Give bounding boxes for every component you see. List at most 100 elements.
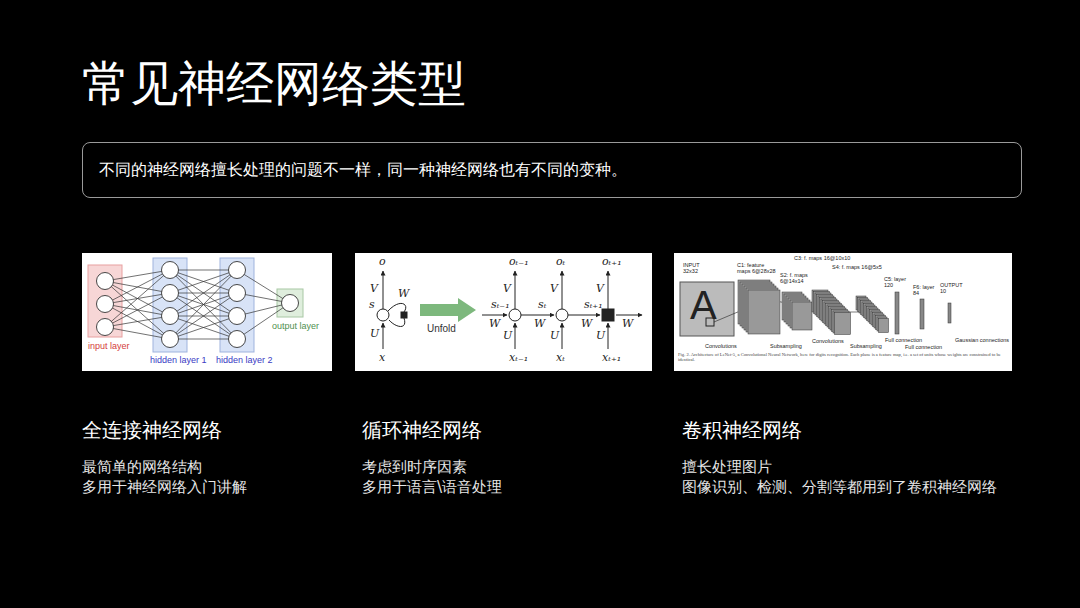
arrow <box>383 323 384 349</box>
lenet-label: Full connection <box>885 337 922 343</box>
connection-line <box>105 270 170 327</box>
lenet-label: INPUT 32x32 <box>683 262 713 275</box>
feature-map <box>835 313 851 335</box>
intro-box: 不同的神经网络擅长处理的问题不一样，同一种神经网络也有不同的变种。 <box>82 142 1022 198</box>
neuron <box>162 285 179 302</box>
column-heading: 循环神经网络 <box>362 419 482 442</box>
fc-layer-label: output layer <box>272 321 319 331</box>
column-body: 多用于语言\语音处理 <box>362 479 502 496</box>
feature-map <box>748 290 780 334</box>
column-body: 考虑到时序因素 <box>362 459 467 476</box>
connection-line <box>170 270 237 316</box>
layer-band <box>277 289 303 317</box>
state-node <box>556 309 568 321</box>
rnn-symbol: U <box>596 330 605 343</box>
arrow <box>608 271 609 309</box>
rnn-symbol: xₜ <box>556 352 565 365</box>
layer-bar <box>920 299 924 329</box>
rnn-symbol: x <box>379 352 385 365</box>
connection-line <box>170 316 237 339</box>
arrow <box>515 271 516 309</box>
lenet-label: Subsampling <box>850 343 882 349</box>
neuron <box>97 319 114 336</box>
column-body: 擅长处理图片 <box>682 459 772 476</box>
input-image <box>680 282 734 336</box>
feature-map <box>792 302 812 330</box>
neuron <box>282 295 299 312</box>
fc-layer-label: input layer <box>88 341 130 351</box>
rnn-symbol: V <box>503 283 511 296</box>
rnn-symbol: xₜ₋₁ <box>509 352 528 365</box>
arrow <box>608 323 609 349</box>
intro-text: 不同的神经网络擅长处理的问题不一样，同一种神经网络也有不同的变种。 <box>99 160 1005 181</box>
image-panel <box>674 253 1012 371</box>
rnn-symbol: W <box>622 318 633 331</box>
lenet-label: S2: f. maps 6@14x14 <box>780 272 812 285</box>
column-heading: 卷积神经网络 <box>682 419 802 442</box>
state-node <box>377 309 389 321</box>
connection-line <box>170 270 237 271</box>
neuron <box>229 285 246 302</box>
lenet-label: Subsampling <box>770 343 802 349</box>
neuron <box>229 262 246 279</box>
connection-line <box>170 270 237 339</box>
slide-title: 常见神经网络类型 <box>82 56 466 111</box>
rnn-symbol: o <box>379 256 386 269</box>
image-panel <box>82 253 332 371</box>
lenet-figure <box>680 280 951 336</box>
recurrent-figure <box>377 271 642 349</box>
connection-line <box>170 270 237 339</box>
lenet-label: C5: layer 120 <box>884 276 908 289</box>
lenet-label: F6: layer 84 <box>913 284 935 297</box>
column-body: 图像识别、检测、分割等都用到了卷积神经网络 <box>682 479 997 496</box>
arrow <box>482 315 507 316</box>
rnn-symbol: W <box>581 318 592 331</box>
connection-line <box>105 281 170 339</box>
connection-line <box>105 316 170 327</box>
connection-line <box>170 270 237 293</box>
arrow <box>616 315 642 316</box>
layer-bar <box>948 303 951 323</box>
connection-line <box>170 293 237 339</box>
rnn-symbol: W <box>489 318 500 331</box>
connection-line <box>170 293 237 339</box>
rnn-symbol: sₜ₊₁ <box>584 299 603 312</box>
figure-caption: Fig. 2. Architecture of LeNet-5, a Convo… <box>678 352 1006 362</box>
state-node <box>602 309 614 321</box>
rnn-symbol: oₜ₋₁ <box>509 256 529 269</box>
delay-square <box>401 312 407 318</box>
layer-band <box>220 258 254 352</box>
rnn-symbol: V <box>550 283 558 296</box>
layer-band <box>88 265 122 337</box>
neuron <box>97 273 114 290</box>
layer-bar <box>895 292 899 334</box>
lenet-label: OUTPUT 10 <box>940 282 968 295</box>
unfold-arrow <box>420 298 476 322</box>
rnn-symbol: sₜ <box>538 299 546 312</box>
column-body: 多用于神经网络入门讲解 <box>82 479 247 496</box>
connection-line <box>105 304 170 339</box>
rnn-symbol: U <box>370 328 379 341</box>
rnn-symbol: oₜ <box>556 256 565 269</box>
arrow <box>568 315 600 316</box>
fc-layer-label: hidden layer 2 <box>216 355 273 365</box>
neuron <box>162 308 179 325</box>
feature-map <box>879 319 889 333</box>
lenet-label: S4: f. maps 16@5x5 <box>832 264 882 270</box>
unfold-label: Unfold <box>427 323 456 335</box>
rnn-symbol: U <box>503 330 512 343</box>
lenet-label: Convolutions <box>705 343 737 349</box>
state-node <box>509 309 521 321</box>
connection-line <box>237 270 290 303</box>
connection-line <box>105 293 170 327</box>
connection-line <box>105 270 170 281</box>
input-glyph: A <box>690 285 717 325</box>
lenet-label: Full connection <box>905 344 942 350</box>
neuron <box>162 262 179 279</box>
rnn-symbol: V <box>370 283 378 296</box>
rnn-symbol: W <box>398 288 409 301</box>
neuron <box>97 296 114 313</box>
connection-line <box>170 270 237 293</box>
rnn-symbol: xₜ₊₁ <box>602 352 621 365</box>
column-body: 最简单的网络结构 <box>82 459 202 476</box>
